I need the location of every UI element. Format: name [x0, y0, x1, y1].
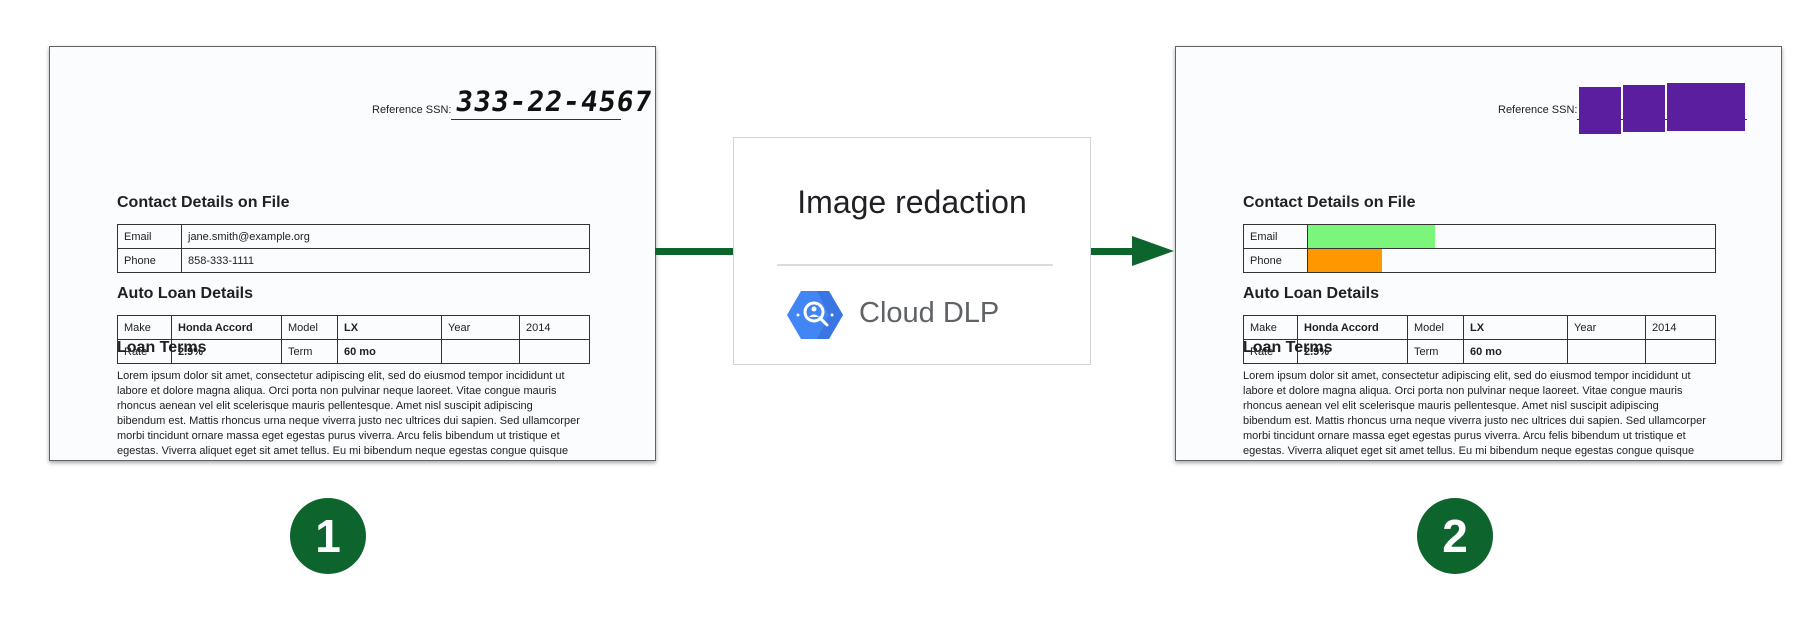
- original-document: Reference SSN: 333-22-4567 Contact Detai…: [49, 46, 656, 461]
- process-title: Image redaction: [797, 184, 1027, 220]
- text-line: morbi tincidunt ornare massa eget egesta…: [117, 430, 560, 442]
- table-cell: jane.smith@example.org: [181, 224, 590, 249]
- table-cell: Year: [441, 315, 520, 340]
- ssn-redaction-box: [1667, 83, 1745, 131]
- product-name: Cloud DLP: [859, 297, 1000, 329]
- table-row: Phone 858-333-1111: [117, 248, 590, 273]
- table-cell: 2014: [1645, 315, 1716, 340]
- contact-heading: Contact Details on File: [1243, 194, 1416, 211]
- table-cell: 60 mo: [1463, 339, 1568, 364]
- ssn-redaction-box: [1623, 85, 1665, 132]
- table-cell: 858-333-1111: [181, 248, 590, 273]
- table-cell: 2.9%: [171, 339, 282, 364]
- table-row: Rate 2.9% Term 60 mo: [117, 339, 590, 364]
- auto-loan-table: Make Honda Accord Model LX Year 2014 Rat…: [1243, 315, 1716, 364]
- table-cell: Make: [1243, 315, 1298, 340]
- table-cell: 60 mo: [337, 339, 442, 364]
- text-line: rhoncus aenean vel elit scelerisque maur…: [117, 400, 533, 412]
- text-line: bibendum est. Mattis rhoncus urna neque …: [117, 415, 580, 427]
- table-cell: Phone: [1243, 248, 1308, 273]
- table-cell: [1307, 224, 1716, 249]
- step-2-badge: 2: [1417, 498, 1493, 574]
- step-1-badge: 1: [290, 498, 366, 574]
- loan-terms-heading: Loan Terms: [1243, 339, 1333, 356]
- table-row: Phone: [1243, 248, 1716, 273]
- table-cell: [519, 339, 590, 364]
- text-line: egestas. Viverra aliquet eget sit amet t…: [117, 445, 569, 457]
- loan-terms-text: Lorem ipsum dolor sit amet, consectetur …: [1243, 369, 1723, 459]
- ssn-label: Reference SSN:: [1498, 104, 1578, 116]
- table-row: Make Honda Accord Model LX Year 2014: [117, 315, 590, 340]
- table-cell: Honda Accord: [171, 315, 282, 340]
- table-cell: [1567, 339, 1646, 364]
- contact-table: Email Phone: [1243, 224, 1716, 273]
- ssn-redaction-box: [1579, 87, 1621, 134]
- loan-terms-heading: Loan Terms: [117, 339, 207, 356]
- table-cell: Rate: [1243, 339, 1298, 364]
- table-cell: Rate: [117, 339, 172, 364]
- image-redaction-process: Image redaction Cloud DLP: [733, 137, 1091, 365]
- ssn-label: Reference SSN:: [372, 104, 452, 116]
- table-cell: LX: [1463, 315, 1568, 340]
- auto-loan-heading: Auto Loan Details: [1243, 285, 1380, 302]
- text-line: labore et dolore magna aliqua. Orci port…: [117, 385, 557, 397]
- table-cell: [441, 339, 520, 364]
- loan-terms-text: Lorem ipsum dolor sit amet, consectetur …: [117, 369, 597, 459]
- auto-loan-table: Make Honda Accord Model LX Year 2014 Rat…: [117, 315, 590, 364]
- table-cell: Honda Accord: [1297, 315, 1408, 340]
- table-cell: Year: [1567, 315, 1646, 340]
- table-cell: Email: [1243, 224, 1308, 249]
- text-line: rhoncus aenean vel elit scelerisque maur…: [1243, 400, 1659, 412]
- table-cell: 2.9%: [1297, 339, 1408, 364]
- table-cell: 2014: [519, 315, 590, 340]
- cloud-dlp-icon: [787, 291, 843, 339]
- divider: [777, 264, 1053, 266]
- text-line: morbi tincidunt ornare massa eget egesta…: [1243, 430, 1686, 442]
- text-line: bibendum est. Mattis rhoncus urna neque …: [1243, 415, 1706, 427]
- ssn-field: Reference SSN: 333-22-4567: [372, 85, 655, 131]
- text-line: labore et dolore magna aliqua. Orci port…: [1243, 385, 1683, 397]
- contact-heading: Contact Details on File: [117, 194, 290, 211]
- text-line: egestas. Viverra aliquet eget sit amet t…: [1243, 445, 1695, 457]
- phone-redaction-box: [1308, 249, 1382, 272]
- table-cell: [1645, 339, 1716, 364]
- table-cell: LX: [337, 315, 442, 340]
- contact-table: Email jane.smith@example.org Phone 858-3…: [117, 224, 590, 273]
- table-cell: Term: [1407, 339, 1464, 364]
- table-cell: Email: [117, 224, 182, 249]
- table-cell: Model: [281, 315, 338, 340]
- table-row: Email: [1243, 224, 1716, 249]
- output-connector-line: [1091, 248, 1133, 255]
- redacted-document: Reference SSN: Contact Details on File E…: [1175, 46, 1782, 461]
- ssn-handwritten-value: 333-22-4567: [453, 85, 655, 118]
- auto-loan-heading: Auto Loan Details: [117, 285, 254, 302]
- table-cell: Term: [281, 339, 338, 364]
- table-cell: Phone: [117, 248, 182, 273]
- table-cell: Make: [117, 315, 172, 340]
- ssn-underline: [451, 119, 621, 120]
- email-redaction-box: [1308, 225, 1435, 248]
- table-row: Rate 2.9% Term 60 mo: [1243, 339, 1716, 364]
- table-cell: [1307, 248, 1716, 273]
- arrow-head-icon: [1132, 236, 1174, 266]
- input-connector-line: [655, 248, 734, 255]
- text-line: Lorem ipsum dolor sit amet, consectetur …: [1243, 370, 1691, 382]
- table-row: Make Honda Accord Model LX Year 2014: [1243, 315, 1716, 340]
- table-cell: Model: [1407, 315, 1464, 340]
- text-line: Lorem ipsum dolor sit amet, consectetur …: [117, 370, 565, 382]
- table-row: Email jane.smith@example.org: [117, 224, 590, 249]
